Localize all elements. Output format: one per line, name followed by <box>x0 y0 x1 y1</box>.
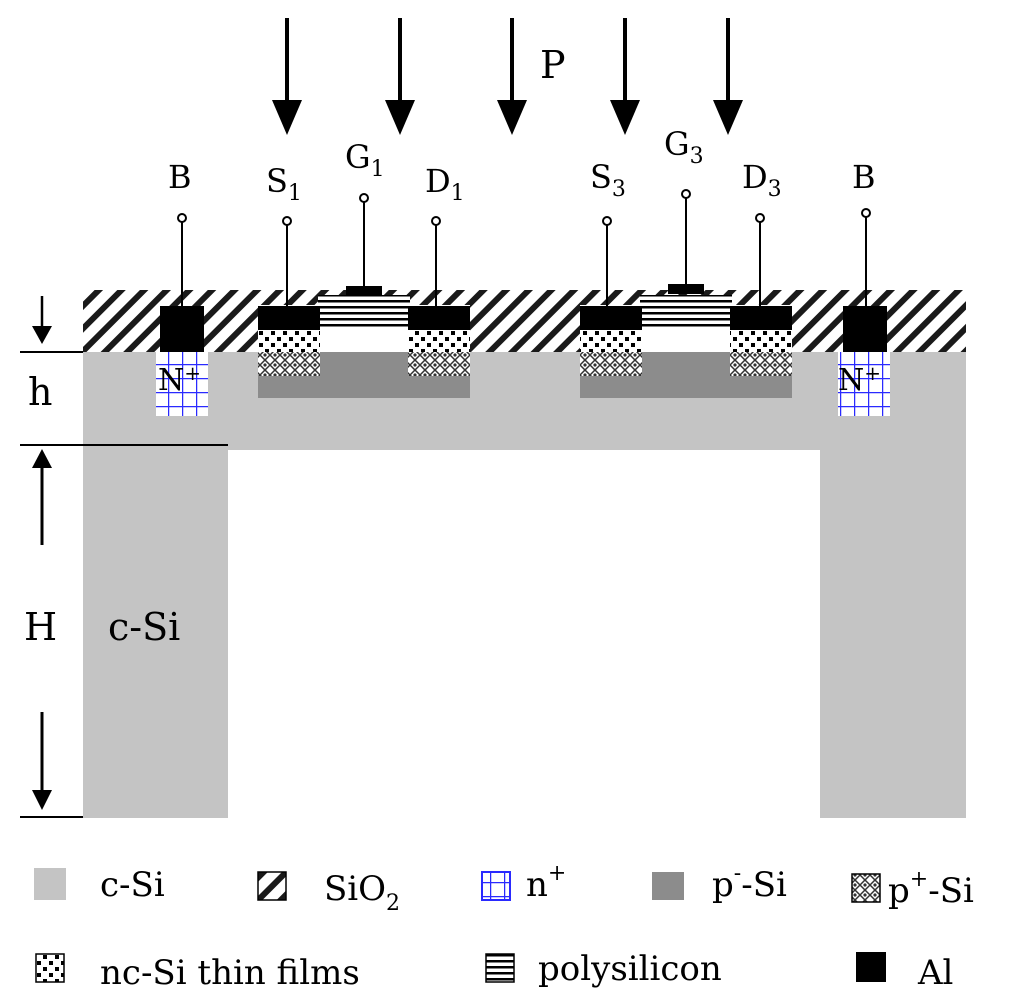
terminal-s3: S3 <box>590 158 626 202</box>
legend: c-Si SiO2 n+ p--Si p+-Si nc-Si thin film… <box>34 861 974 993</box>
legend-swatch-sio2 <box>257 871 287 901</box>
al-drain-1 <box>408 306 470 330</box>
pressure-label: P <box>540 43 566 87</box>
al-body-left <box>160 306 204 352</box>
nc-si-film-s1 <box>258 330 320 352</box>
legend-swatch-polysilicon <box>485 953 515 983</box>
polysilicon-gate-1 <box>318 295 410 327</box>
legend-swatch-p-plus-si <box>851 873 881 903</box>
sio2-layer <box>83 290 966 352</box>
nc-si-film-d1 <box>408 330 470 352</box>
terminal-b-right: B <box>852 158 876 196</box>
legend-swatch-nc-si <box>35 953 65 983</box>
p-plus-si-source-3 <box>580 352 642 376</box>
dimension-markers <box>20 296 228 818</box>
substrate-label: c-Si <box>108 605 180 649</box>
nc-si-film-s3 <box>580 330 642 352</box>
n-plus-label-right: N+ <box>838 361 881 398</box>
terminal-d3: D3 <box>742 158 782 202</box>
al-source-3 <box>580 306 642 330</box>
terminal-s1: S1 <box>266 162 302 206</box>
legend-label-nc-si: nc-Si thin films <box>100 953 360 993</box>
n-plus-region-left <box>156 352 208 416</box>
terminal-d1: D1 <box>425 162 465 206</box>
terminal-b-left: B <box>168 158 192 196</box>
al-source-1 <box>258 306 320 330</box>
al-body-right <box>843 306 887 352</box>
n-plus-region-right <box>838 352 890 416</box>
legend-label-c-si: c-Si <box>100 865 165 905</box>
legend-swatch-n-plus <box>481 871 511 901</box>
legend-label-al: Al <box>917 953 953 993</box>
legend-swatch-c-si <box>34 868 66 900</box>
al-gate-3 <box>668 284 704 294</box>
legend-swatch-al <box>856 952 886 982</box>
al-drain-3 <box>730 306 792 330</box>
legend-swatch-p-minus-si <box>652 872 684 900</box>
terminal-g3: G3 <box>664 125 704 169</box>
pressure-arrows <box>272 18 743 135</box>
polysilicon-gate-3 <box>640 295 732 327</box>
n-plus-label-left: N+ <box>158 361 201 398</box>
legend-label-polysilicon: polysilicon <box>538 949 722 989</box>
nc-si-film-d3 <box>730 330 792 352</box>
dimension-H-label: H <box>24 605 57 649</box>
p-plus-si-source-1 <box>258 352 320 376</box>
p-plus-si-drain-3 <box>730 352 792 376</box>
terminal-g1: G1 <box>345 138 385 182</box>
al-gate-1 <box>346 286 382 296</box>
p-plus-si-drain-1 <box>408 352 470 376</box>
terminal-wires <box>177 189 871 306</box>
dimension-h-label: h <box>28 370 52 414</box>
legend-label-p-minus-si: p--Si <box>712 861 787 905</box>
c-si-frame <box>83 352 966 818</box>
legend-label-sio2: SiO2 <box>324 869 400 916</box>
legend-label-p-plus-si: p+-Si <box>888 867 974 911</box>
legend-label-n-plus: n+ <box>526 861 566 905</box>
